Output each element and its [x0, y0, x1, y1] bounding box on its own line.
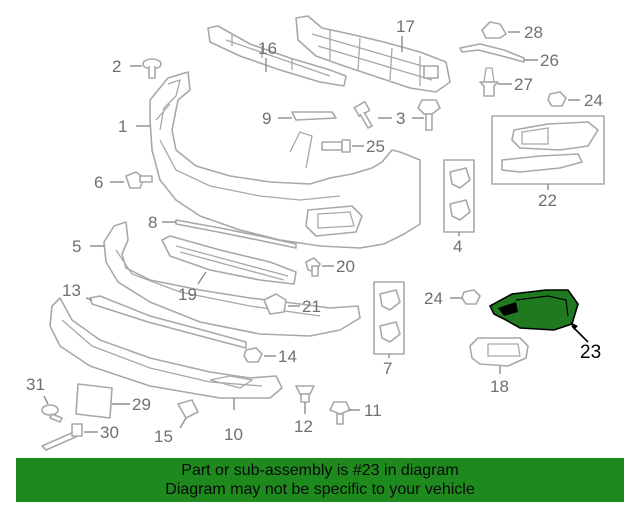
callout-22: 22 [538, 191, 557, 210]
callout-7: 7 [383, 359, 392, 378]
part-8-strip[interactable] [175, 219, 297, 249]
callout-28: 28 [524, 23, 543, 42]
part-16-absorber[interactable] [207, 25, 347, 87]
part-24-nut-lower[interactable] [461, 289, 481, 305]
part-19-grille[interactable] [161, 235, 297, 285]
callout-24-lower: 24 [424, 289, 443, 308]
callout-26: 26 [540, 51, 559, 70]
callout-23: 23 [580, 342, 601, 363]
callout-1: 1 [118, 117, 127, 136]
part-14-nut[interactable] [243, 347, 263, 363]
part-3-bolt-b[interactable] [417, 99, 441, 131]
callout-31: 31 [26, 375, 45, 394]
part-1-bumper-cover[interactable] [149, 71, 421, 249]
part-20-bolt[interactable] [305, 257, 321, 277]
part-30-rod[interactable] [41, 423, 83, 451]
part-2-pin[interactable] [142, 58, 162, 79]
callout-12: 12 [294, 417, 313, 436]
callout-6: 6 [94, 173, 103, 192]
callout-9: 9 [262, 109, 271, 128]
callout-18: 18 [490, 377, 509, 396]
part-10-lower-valance[interactable] [49, 297, 283, 399]
callout-5: 5 [72, 237, 81, 256]
part-17-reinforcement[interactable] [295, 15, 451, 93]
callout-4: 4 [453, 237, 462, 256]
part-15-cap[interactable] [177, 399, 199, 419]
callout-20: 20 [336, 257, 355, 276]
callout-29: 29 [132, 395, 151, 414]
callout-14: 14 [278, 347, 297, 366]
part-27-push-clip[interactable] [479, 67, 499, 97]
parts-diagram: 17 16 2 1 9 3 25 [26, 15, 605, 451]
callout-13: 13 [62, 281, 81, 300]
part-18-lower-bezel[interactable] [469, 337, 529, 367]
callout-19: 19 [178, 285, 197, 304]
part-13-strip[interactable] [89, 295, 247, 349]
part-12-retainer[interactable] [295, 385, 315, 403]
part-3-bolt[interactable] [353, 100, 373, 129]
part-6-bolt[interactable] [125, 171, 153, 189]
part-11-bolt[interactable] [329, 401, 351, 425]
callout-25: 25 [366, 137, 385, 156]
part-25-screw[interactable] [321, 139, 351, 153]
callout-24-upper: 24 [584, 91, 603, 110]
callout-11: 11 [364, 401, 382, 420]
part-4-brackets[interactable] [443, 159, 475, 233]
callout-8: 8 [148, 213, 157, 232]
info-banner: Part or sub-assembly is #23 in diagram D… [16, 458, 624, 502]
callout-27: 27 [514, 75, 533, 94]
callout-2: 2 [112, 57, 121, 76]
callout-15: 15 [154, 427, 173, 446]
part-23-fog-lamp-bezel[interactable] [488, 289, 579, 331]
callout-3: 3 [396, 109, 405, 128]
banner-line-1: Part or sub-assembly is #23 in diagram [181, 462, 459, 479]
part-22-bezel-kit[interactable] [491, 115, 605, 185]
part-28-clip[interactable] [481, 21, 507, 39]
part-9-bracket[interactable] [291, 111, 337, 121]
callout-10: 10 [224, 425, 243, 444]
callout-21: 21 [302, 297, 321, 316]
part-29-plate-bracket[interactable] [75, 383, 113, 419]
part-7-brackets[interactable] [373, 281, 405, 355]
callout-16: 16 [258, 39, 277, 58]
callout-17: 17 [396, 17, 415, 36]
part-24-nut-upper[interactable] [547, 91, 567, 107]
part-26-molding[interactable] [459, 43, 525, 63]
callout-30: 30 [100, 423, 119, 442]
banner-line-2: Diagram may not be specific to your vehi… [165, 481, 475, 498]
part-21-cap[interactable] [263, 293, 287, 315]
part-31-screw[interactable] [41, 404, 63, 423]
